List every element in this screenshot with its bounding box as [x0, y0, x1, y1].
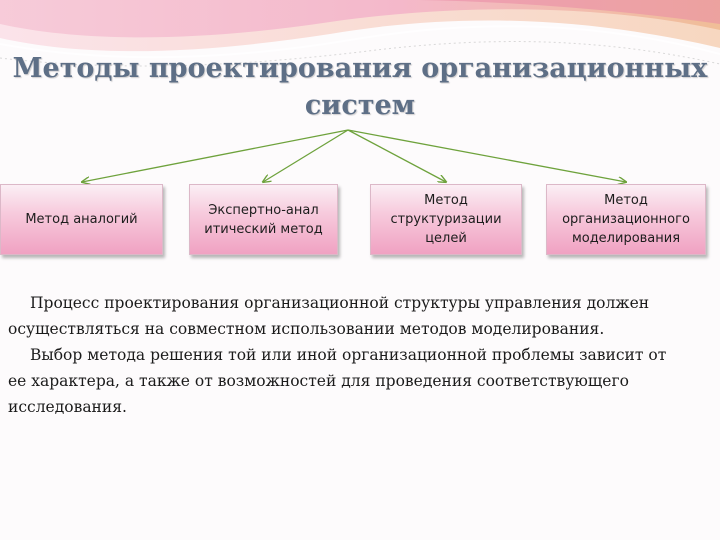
arrow-to-method-3	[347, 129, 446, 182]
arrow-to-method-1	[82, 129, 349, 182]
method-box-goal-structuring: Метод структуризации целей	[370, 184, 522, 255]
paragraph-1: Процесс проектирования организационной с…	[8, 294, 650, 338]
method-label: Метод аналогий	[25, 212, 138, 227]
arrow-to-method-4	[347, 129, 626, 182]
method-label: Экспертно-анал итический метод	[204, 202, 323, 237]
paragraph-2: Выбор метода решения той или иной органи…	[8, 346, 667, 416]
method-label: Метод структуризации целей	[390, 193, 502, 246]
method-box-expert-analytical: Экспертно-анал итический метод	[189, 184, 338, 255]
method-box-analogy: Метод аналогий	[0, 184, 163, 255]
title-line-1: Методы проектирования организационных	[12, 53, 708, 84]
body-text: Процесс проектирования организационной с…	[8, 290, 676, 420]
slide-title: Методы проектирования организационных си…	[0, 50, 720, 124]
title-line-2: систем	[304, 90, 416, 121]
method-label: Метод организационного моделирования	[562, 193, 690, 246]
arrow-to-method-2	[263, 129, 349, 182]
method-box-org-modeling: Метод организационного моделирования	[546, 184, 706, 255]
